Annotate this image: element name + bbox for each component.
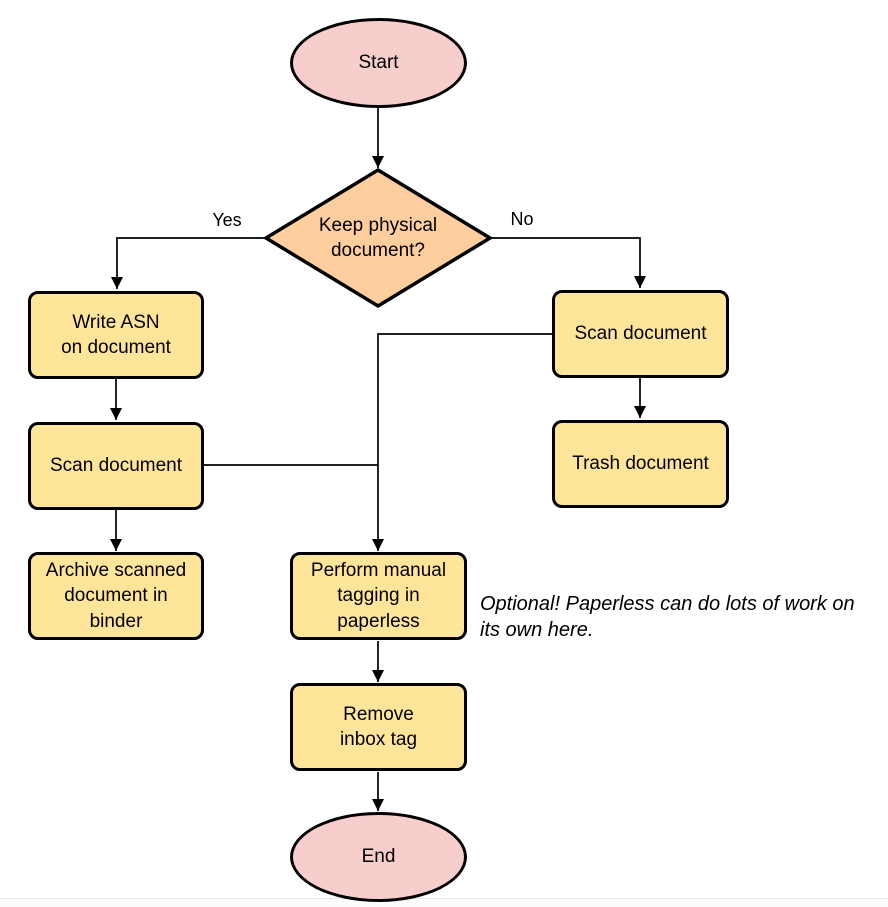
node-decision: Keep physical document? (288, 206, 468, 270)
annotation-note: Optional! Paperless can do lots of work … (480, 593, 855, 641)
node-scan-document-keep: Scan document (28, 422, 204, 510)
node-archive-binder: Archive scanned document in binder (28, 552, 204, 640)
node-scan-document-keep-label: Scan document (49, 455, 183, 477)
node-decision-label: Keep physical document? (318, 214, 438, 261)
node-manual-tagging-label: Perform manual tagging in paperless (310, 560, 447, 632)
node-trash-document: Trash document (552, 420, 729, 508)
node-start-label: Start (358, 52, 399, 74)
node-start: Start (290, 18, 467, 108)
node-manual-tagging: Perform manual tagging in paperless (290, 552, 467, 640)
node-remove-inbox-tag-label: Remove inbox tag (339, 703, 418, 750)
node-scan-document-discard-label: Scan document (574, 323, 707, 345)
node-archive-binder-label: Archive scanned document in binder (45, 560, 187, 632)
edge-decision-to-write-asn (111, 237, 266, 289)
node-write-asn: Write ASN on document (28, 291, 204, 379)
edge-label-no: No (510, 209, 534, 229)
node-end-label: End (361, 846, 396, 868)
edge-decision-to-scan-no (490, 237, 646, 288)
decision-diamond-shape (262, 167, 494, 309)
node-remove-inbox-tag: Remove inbox tag (290, 683, 467, 771)
node-scan-document-discard: Scan document (552, 290, 729, 378)
node-write-asn-label: Write ASN on document (61, 311, 171, 358)
edge-scan-no-to-tagging (372, 333, 552, 551)
node-trash-document-label: Trash document (572, 453, 709, 475)
page-bottom-edge (0, 898, 888, 907)
node-end: End (290, 812, 467, 902)
edge-label-yes: Yes (212, 210, 242, 230)
